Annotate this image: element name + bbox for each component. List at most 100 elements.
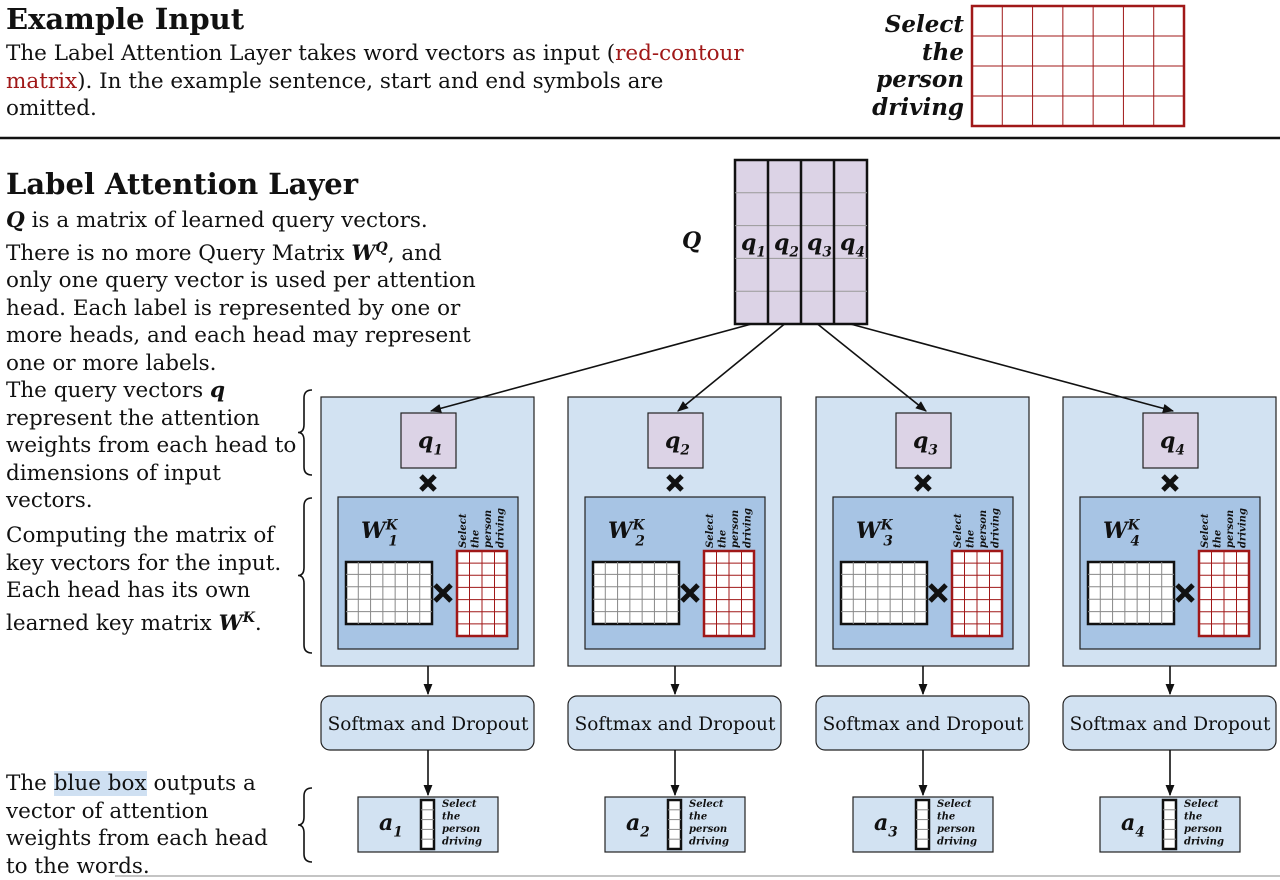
multiply-icon (1161, 474, 1179, 492)
q-column-label: q2 (774, 230, 799, 261)
q-column-label: q4 (840, 230, 865, 261)
label-attention-heading: Label Attention Layer (6, 167, 359, 201)
sentence-word: person (876, 66, 964, 93)
rotated-word-label: the (471, 530, 482, 548)
sentence-word: driving (872, 93, 964, 121)
multiply-icon (433, 583, 453, 603)
output-word-label: driving (689, 837, 729, 848)
head-q-box (647, 412, 704, 469)
multiply-icon-stroke (914, 474, 932, 492)
example-input-description: The Label Attention Layer takes word vec… (6, 41, 744, 121)
output-word-label: Select (689, 799, 724, 810)
output-word-label: person (937, 824, 975, 835)
multiply-icon-stroke (433, 583, 453, 603)
label-attention-description: Q is a matrix of learned query vectors. … (6, 208, 476, 376)
attention-vector (914, 798, 931, 851)
head-q-box (1142, 412, 1199, 469)
rotated-word-label: the (1213, 530, 1224, 548)
rotated-word-label: Select (1200, 513, 1211, 548)
attention-vector (666, 798, 683, 851)
output-a-label: a3 (874, 810, 898, 841)
wk-matrix (1086, 560, 1176, 626)
q-arrow (429, 323, 752, 413)
query-vectors-note: The query vectors q represent the attent… (6, 378, 297, 513)
rotated-word-label: person (483, 510, 494, 548)
head-q-label: q4 (1160, 428, 1185, 459)
output-word-label: the (1184, 812, 1202, 823)
multiply-icon (928, 583, 948, 603)
output-word-label: person (689, 824, 727, 835)
multiply-icon (1175, 583, 1195, 603)
output-word-label: the (442, 812, 460, 823)
example-sentence: Select the person driving (830, 11, 964, 121)
output-word-label: the (937, 812, 955, 823)
multiply-icon (666, 474, 684, 492)
attention-vector-frame (1161, 798, 1178, 851)
output-word-label: Select (442, 799, 477, 810)
wk-matrix (839, 560, 929, 626)
rotated-word-label: the (718, 530, 729, 548)
query-note-brace (297, 389, 313, 476)
q-arrow (816, 323, 927, 412)
rotated-word-label: the (966, 530, 977, 548)
multiply-icon-stroke (1175, 583, 1195, 603)
attention-vector-frame (666, 798, 683, 851)
output-word-label: driving (1184, 837, 1224, 848)
output-a-label: a2 (626, 810, 650, 841)
head-q-box (400, 412, 457, 469)
rotated-word-label: person (978, 510, 989, 548)
output-word-label: driving (442, 837, 482, 848)
output-note-brace (297, 787, 313, 863)
head-q-label: q3 (913, 428, 938, 459)
rotated-word-label: driving (496, 508, 507, 548)
output-word-label: person (442, 824, 480, 835)
attention-vector-frame (419, 798, 436, 851)
sentence-word: the (922, 38, 964, 66)
head-q-box (895, 412, 952, 469)
wk-matrix-frame (1086, 560, 1176, 626)
attention-vector (1161, 798, 1178, 851)
rotated-word-label: Select (458, 513, 469, 548)
softmax-label: Softmax and Dropout (823, 714, 1024, 735)
example-input-matrix (970, 4, 1186, 128)
q-matrix-label: Q (682, 228, 701, 254)
example-input-heading: Example Input (6, 2, 245, 36)
rotated-word-label: driving (1238, 508, 1249, 548)
rotated-word-label: Select (705, 513, 716, 548)
output-a-label: a4 (1121, 810, 1145, 841)
attention-vector-frame (914, 798, 931, 851)
head-q-label: q1 (418, 428, 443, 459)
multiply-icon (680, 583, 700, 603)
input-word-matrix (455, 549, 509, 638)
wk-matrix-frame (344, 560, 434, 626)
rotated-word-label: person (730, 510, 741, 548)
wk-matrix (344, 560, 434, 626)
attention-vector (419, 798, 436, 851)
q-column-label: q3 (807, 230, 832, 261)
output-a-label: a1 (379, 810, 403, 841)
input-word-matrix (1197, 549, 1251, 638)
q-arrow (850, 323, 1175, 413)
output-word-label: the (689, 812, 707, 823)
sentence-word: Select (884, 11, 964, 38)
output-word-label: Select (937, 799, 972, 810)
output-word-label: Select (1184, 799, 1219, 810)
output-word-label: person (1184, 824, 1222, 835)
input-word-matrix (950, 549, 1004, 638)
multiply-icon-stroke (928, 583, 948, 603)
head-q-label: q2 (665, 428, 690, 459)
multiply-icon-stroke (680, 583, 700, 603)
q-arrow (677, 323, 786, 412)
wk-matrix-frame (839, 560, 929, 626)
input-word-matrix (702, 549, 756, 638)
softmax-label: Softmax and Dropout (1070, 714, 1271, 735)
wk-matrix (591, 560, 681, 626)
key-note-brace (297, 497, 313, 654)
